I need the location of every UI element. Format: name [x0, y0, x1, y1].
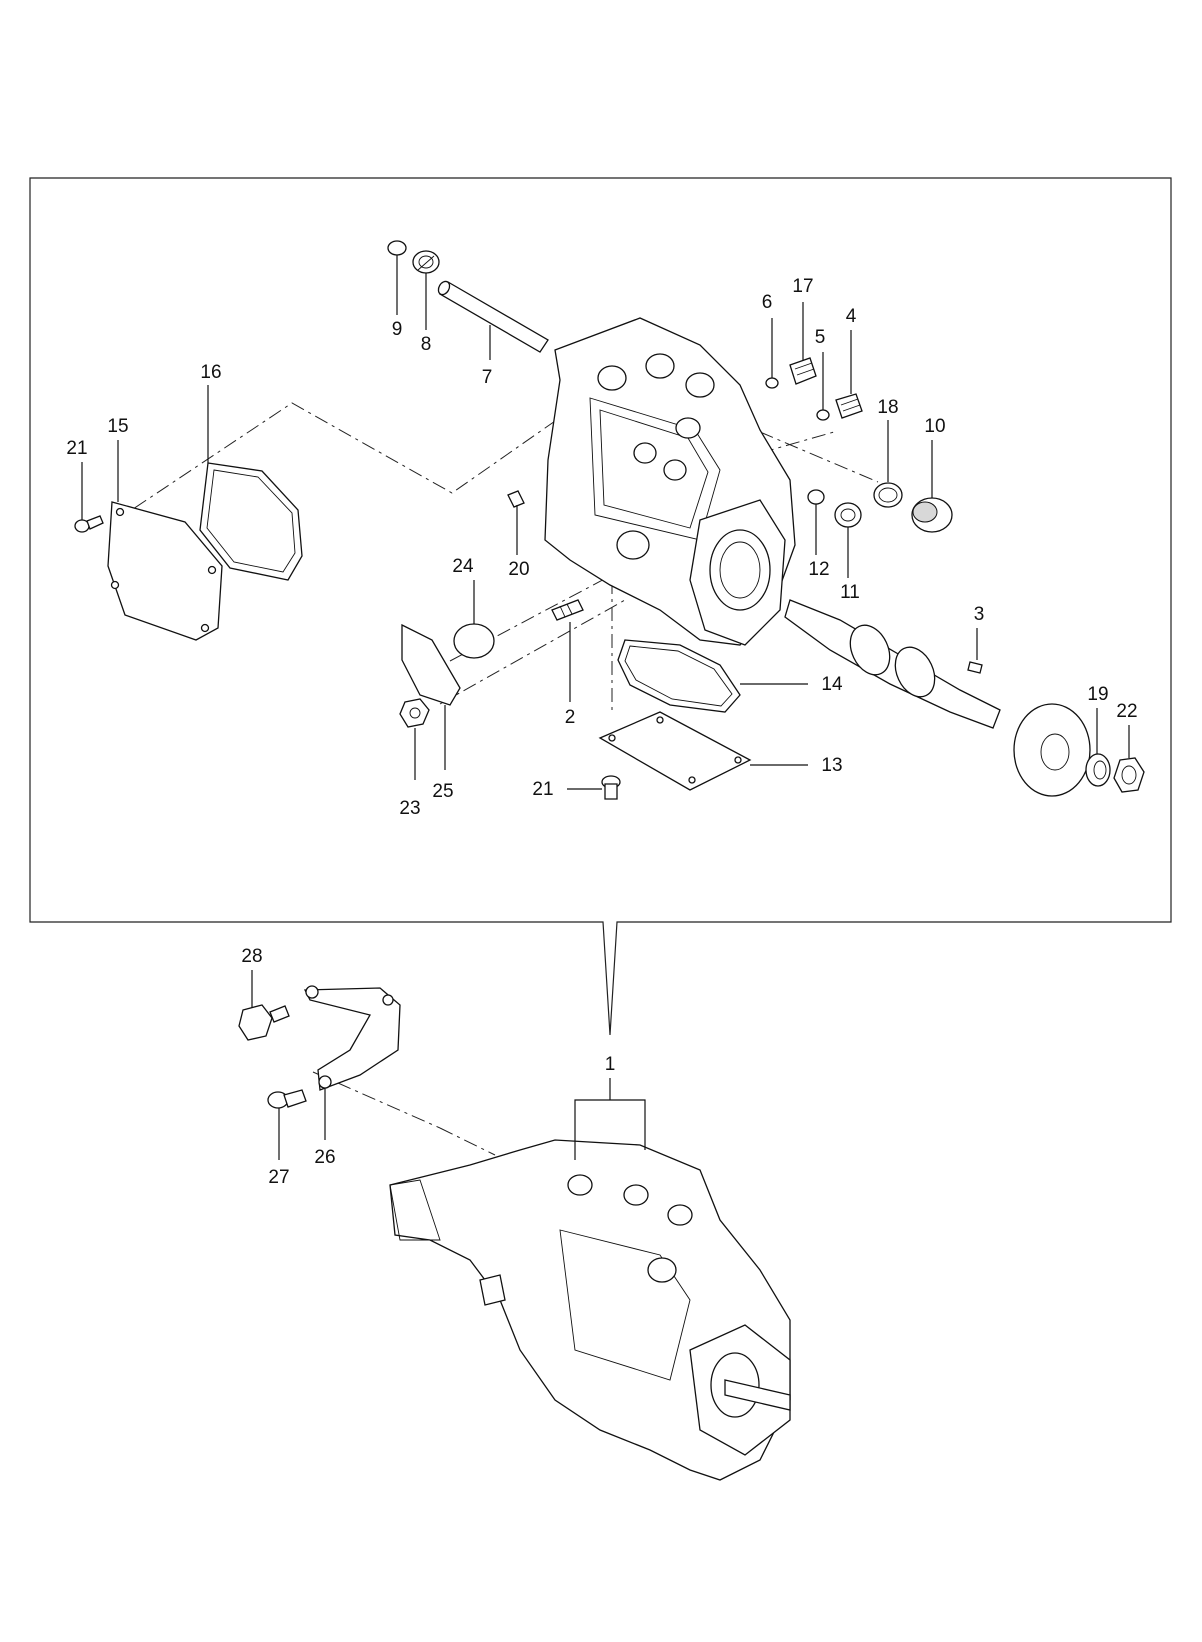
callout-25: 25: [432, 781, 453, 802]
callout-labels: 9 8 7 6 17 5 4 18 10 16 15 21 20 12 11 2…: [66, 276, 1137, 1188]
gasket-part-14: [617, 639, 741, 713]
callout-14: 14: [821, 674, 843, 695]
leader-lines: [81, 255, 1130, 1160]
callout-11: 11: [840, 582, 860, 603]
callout-26: 26: [314, 1147, 335, 1168]
o-ring-part-24: [453, 623, 495, 659]
camshaft: [784, 599, 1001, 729]
callout-7: 7: [482, 367, 493, 388]
callout-21-top: 21: [66, 438, 87, 459]
callout-20: 20: [508, 559, 529, 580]
plug-part-10: [911, 497, 953, 533]
key-part-3: [967, 661, 983, 674]
fitting-part-4: [835, 393, 863, 419]
callout-18: 18: [877, 397, 898, 418]
plate-part-25: [401, 623, 461, 706]
callout-10: 10: [924, 416, 945, 437]
callout-1: 1: [605, 1054, 616, 1075]
callout-17: 17: [792, 276, 813, 297]
callout-8: 8: [421, 334, 432, 355]
callout-4: 4: [846, 306, 857, 327]
washer-part-19: [1085, 753, 1111, 787]
plate-part-13: [598, 711, 752, 791]
callout-6: 6: [762, 292, 773, 313]
pin-part-20: [507, 490, 525, 508]
plug-part-8: [412, 250, 440, 274]
callout-3: 3: [974, 604, 985, 625]
nut-part-23: [399, 698, 430, 728]
callout-22: 22: [1116, 701, 1137, 722]
stud-part-2: [551, 599, 584, 621]
callout-27: 27: [268, 1167, 289, 1188]
assembled-pump: [389, 1139, 791, 1481]
callout-24: 24: [452, 556, 474, 577]
callout-19: 19: [1087, 684, 1108, 705]
screw-part-21-bottom: [601, 775, 621, 800]
callout-15: 15: [107, 416, 128, 437]
bolt-part-27: [267, 1089, 307, 1109]
plug-part-11: [834, 502, 862, 528]
pump-housing: [544, 317, 796, 646]
washer-part-18: [873, 482, 903, 508]
cover-plate-part-15: [107, 501, 223, 641]
bolt-part-28: [238, 1004, 290, 1041]
fitting-part-17: [789, 357, 817, 385]
callout-5: 5: [815, 327, 826, 348]
lower-parts: [238, 985, 791, 1481]
callout-12: 12: [808, 559, 829, 580]
callout-2: 2: [565, 707, 576, 728]
detail-frame: [29, 177, 1172, 1036]
screw-part-21-left: [74, 515, 104, 533]
callout-23: 23: [399, 798, 420, 819]
callout-13: 13: [821, 755, 842, 776]
o-ring-part-6: [765, 377, 779, 389]
hub: [1013, 703, 1091, 797]
o-ring-part-5: [816, 409, 830, 421]
o-ring-part-12: [807, 489, 825, 505]
o-ring-part-9: [387, 240, 407, 256]
callout-9: 9: [392, 319, 403, 340]
callout-28: 28: [241, 946, 262, 967]
callout-16: 16: [200, 362, 221, 383]
rod-part-7: [437, 280, 549, 353]
nut-part-22: [1113, 757, 1145, 793]
upper-parts: [74, 240, 1145, 800]
callout-21-bottom: 21: [532, 779, 553, 800]
